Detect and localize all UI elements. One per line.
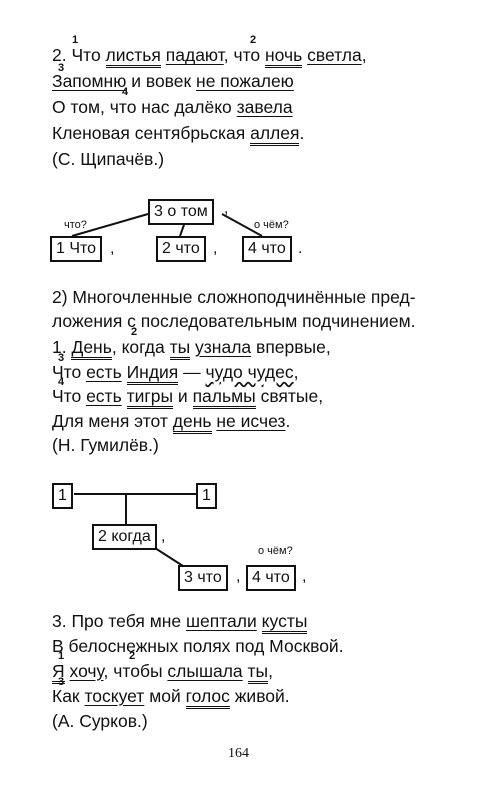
clause-num-2: 2 [131,326,138,338]
poem1-line3: О том, что нас далёко завела [52,97,293,117]
comma: , [236,568,241,585]
comma: , [213,240,218,257]
section2-heading-2: ложения с последовательным подчинением. [52,311,416,331]
poem1-line1: 2. Что листья падают, что ночь светла, [52,44,367,68]
question-label: о чём? [258,545,293,557]
comma: , [224,200,229,217]
diagram1-main-clause: 3 о том [148,199,214,225]
poem3-line3: Я хочу, чтобы слышала ты, [52,660,273,684]
diagram2-clause-3: 3 что [178,565,228,591]
diagram2-clause-1b: 1 [196,483,217,509]
diagram1-clause-1: 1 Что [50,236,103,262]
diagram1-clause-4: 4 что [242,236,292,262]
comma: , [302,568,307,585]
question-label-left: что? [64,219,87,231]
clause-num-2: 2 [250,34,257,46]
period: . [214,486,219,503]
poem1-line2: Запомню и вовек не пожалею [52,71,294,91]
poem3-line1: 3. Про тебя мне шептали кусты [52,610,308,634]
diagram2-clause-4: 4 что [246,565,296,591]
diagram1-clause-2: 2 что [156,236,206,262]
poem2-line1: 1. День, когда ты узнала впервые, [52,336,331,360]
poem2-author: (Н. Гумилёв.) [52,435,159,455]
clause-num-4: 4 [58,376,65,388]
clause-num-1: 1 [72,34,79,46]
comma: , [110,240,115,257]
poem2-line3: Что есть тигры и пальмы святые, [52,385,323,409]
poem1-author: (С. Щипачёв.) [52,149,165,169]
clause-num-4: 4 [122,86,129,98]
clause-num-3: 3 [58,676,65,688]
question-label-right: о чём? [254,219,289,231]
period: . [298,240,303,257]
subject-leaves: листья [105,45,161,68]
clause-num-3: 3 [58,62,65,74]
poem3-author: (А. Сурков.) [52,711,148,731]
poem3-line4: Как тоскует мой голос живой. [52,685,290,709]
poem3-line2: В белоснежных полях под Москвой. [52,636,344,656]
clause-num-3: 3 [58,352,65,364]
diagram2-clause-1a: 1 [52,483,73,509]
section2-heading-1: 2) Многочленные сложноподчинённые пред- [52,287,416,307]
poem1-line4: Кленовая сентябрьская аллея. [52,122,304,146]
poem2-line4: Для меня этот день не исчез. [52,410,290,434]
clause-num-1: 1 [58,650,65,662]
diagram2-clause-2: 2 когда [92,524,157,550]
poem2-line2: Что есть Индия — чудо чудес, [52,361,298,385]
comma: , [161,528,166,545]
clause-num-2: 2 [129,650,136,662]
predicate-fall: падают [165,45,224,65]
page-number: 164 [228,746,249,761]
